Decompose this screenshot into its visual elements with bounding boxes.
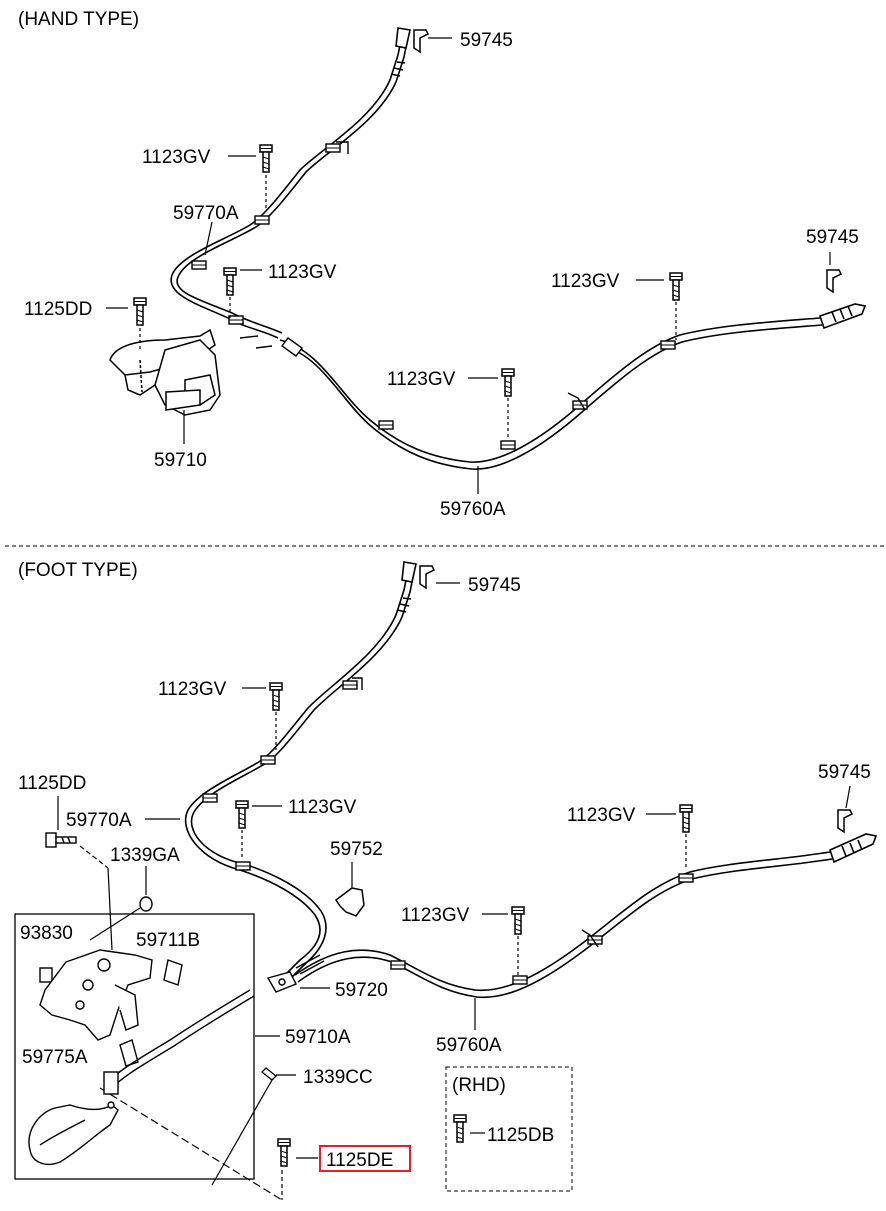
cable-clamp	[678, 873, 694, 883]
part-label-1123gv: 1123GV	[401, 905, 470, 926]
cable-clamp	[228, 315, 244, 325]
part-label-1123gv: 1123GV	[142, 147, 211, 168]
cable-clamp	[342, 680, 358, 690]
part-label-59720: 59720	[335, 980, 388, 1001]
leader-lines-hand	[106, 37, 831, 494]
highlight-box-1125de	[319, 1145, 411, 1172]
part-label-59710: 59710	[154, 450, 207, 471]
bolt-icon	[259, 144, 273, 173]
part-label-59710a: 59710A	[285, 1027, 351, 1048]
cable-clamp	[660, 340, 676, 350]
part-label-59711b: 59711B	[136, 930, 200, 951]
bracket-59752	[334, 887, 365, 917]
cable-clamp	[260, 755, 276, 765]
part-label-59745: 59745	[460, 30, 513, 51]
cable-clamp	[390, 960, 406, 970]
part-label-1123gv: 1123GV	[567, 805, 636, 826]
retaining-clip-icon	[826, 269, 842, 293]
rhd-box	[445, 1066, 573, 1192]
part-label-1339cc: 1339CC	[303, 1067, 373, 1088]
section-title-foot-type: (FOOT TYPE)	[18, 560, 138, 581]
bolt-icon	[669, 272, 683, 301]
bolt-icon	[277, 1138, 291, 1167]
cable-clamp	[500, 440, 516, 450]
retaining-clip-icon	[419, 565, 435, 589]
part-label-59760a: 59760A	[440, 499, 506, 520]
retaining-clip-icon	[837, 809, 853, 833]
foot-pedal-assembly	[28, 949, 255, 1166]
cable-59770a-foot	[184, 561, 417, 980]
cable-clamp	[202, 793, 218, 803]
part-label-59745: 59745	[818, 762, 871, 783]
bolt-icon	[501, 368, 515, 397]
pin-1339cc-icon	[261, 1067, 277, 1081]
bolt-icon	[511, 906, 525, 935]
leader-lines-foot	[57, 582, 851, 1201]
part-label-59775a: 59775A	[22, 1047, 88, 1068]
bolt-icon	[235, 800, 249, 829]
cable-clamp	[254, 215, 270, 225]
cable-clamp	[378, 420, 394, 430]
cable-clamp	[235, 861, 251, 871]
cable-clamp	[191, 260, 207, 270]
part-label-1125dd: 1125DD	[24, 299, 92, 320]
part-label-1125db: 1125DB	[487, 1125, 554, 1146]
retaining-clip-icon	[413, 29, 429, 53]
cable-59770a-hand	[170, 27, 411, 339]
hand-lever-assembly	[109, 328, 221, 416]
part-label-1123gv: 1123GV	[551, 271, 620, 292]
bolt-icon	[223, 267, 237, 296]
part-label-59770a: 59770A	[173, 203, 239, 224]
part-label-59752: 59752	[330, 839, 383, 860]
rhd-label: (RHD)	[452, 1075, 506, 1096]
cable-59760a-hand	[279, 303, 867, 470]
cable-clamp	[512, 975, 528, 985]
section-title-hand-type: (HAND TYPE)	[18, 9, 139, 30]
part-label-59745: 59745	[806, 227, 859, 248]
bolt-icon	[679, 804, 693, 833]
part-label-59770a: 59770A	[66, 810, 132, 831]
part-label-1123gv: 1123GV	[387, 369, 456, 390]
bolt-1125dd-icon	[45, 832, 77, 848]
part-label-59760a: 59760A	[436, 1035, 502, 1056]
part-label-1123gv: 1123GV	[158, 679, 227, 700]
part-label-59745: 59745	[468, 575, 521, 596]
nut-1339ga-icon	[139, 896, 153, 912]
bolt-icon	[269, 682, 283, 711]
part-label-1125dd: 1125DD	[18, 773, 86, 794]
bolt-icon	[133, 297, 147, 326]
part-label-1339ga: 1339GA	[110, 845, 180, 866]
bolt-icon	[453, 1114, 467, 1143]
cable-59760a-foot	[294, 833, 878, 999]
equalizer-59720	[266, 954, 325, 993]
cable-clamp	[325, 143, 341, 153]
part-label-1123gv: 1123GV	[288, 797, 357, 818]
part-label-1125de[interactable]: 1125DE	[326, 1150, 393, 1171]
part-label-93830: 93830	[20, 923, 73, 944]
pedal-assembly-box	[14, 913, 255, 1180]
part-label-1123gv: 1123GV	[268, 262, 337, 283]
